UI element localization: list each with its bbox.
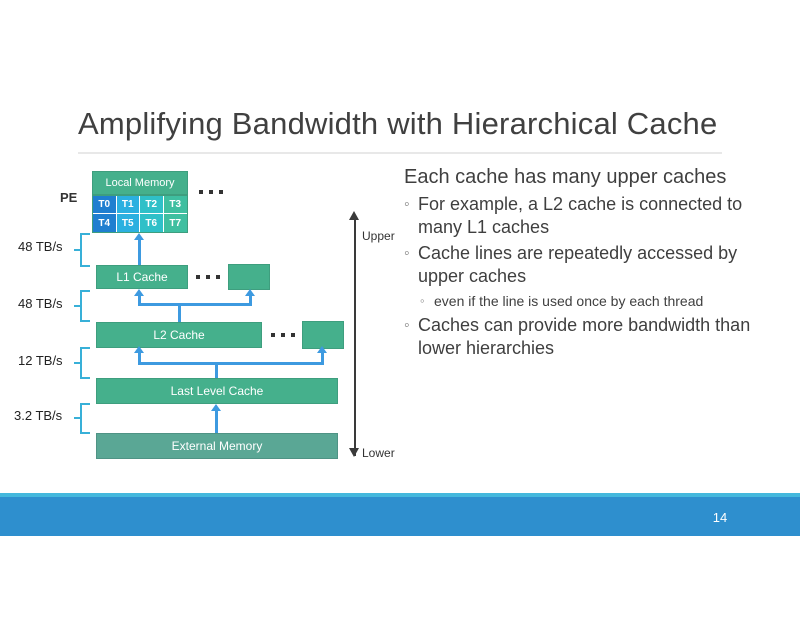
bandwidth-brace-tick — [74, 417, 80, 419]
thread-cell: T0 — [93, 196, 117, 214]
bullet-level2: For example, a L2 cache is connected to … — [404, 193, 764, 239]
bandwidth-label: 48 TB/s — [18, 296, 63, 311]
page-number: 14 — [712, 510, 728, 525]
connector-extmem-to-llc — [215, 411, 218, 433]
axis-label-upper: Upper — [362, 229, 395, 243]
bandwidth-label: 12 TB/s — [18, 353, 63, 368]
footer-bar — [0, 497, 800, 536]
external-memory-box: External Memory — [96, 433, 338, 459]
bullet-level3: even if the line is used once by each th… — [404, 291, 764, 311]
axis-label-lower: Lower — [362, 446, 395, 460]
connector-llc-to-l2-left — [138, 353, 141, 363]
l1-cache-box-extra — [228, 264, 270, 290]
thread-cell: T7 — [163, 214, 187, 232]
bullet-list: Each cache has many upper caches For exa… — [404, 164, 764, 363]
bandwidth-brace — [80, 233, 90, 267]
bullet-level1: Each cache has many upper caches — [404, 166, 727, 188]
hierarchy-axis-line — [354, 218, 356, 456]
hierarchy-axis-arrow-down-icon — [349, 448, 359, 457]
ellipsis-l1 — [196, 275, 220, 279]
connector-llc-fork-bar — [138, 362, 324, 365]
bullet-level2: Caches can provide more bandwidth than l… — [404, 314, 764, 360]
ellipsis-pe — [199, 190, 223, 194]
pe-label: PE — [60, 190, 78, 205]
arrowhead-l1-right — [245, 289, 255, 296]
bandwidth-brace-tick — [74, 305, 80, 307]
arrowhead-l2-left — [134, 346, 144, 353]
thread-cell: T6 — [140, 214, 164, 232]
bullet-level2: Cache lines are repeatedly accessed by u… — [404, 242, 764, 288]
thread-cell: T3 — [163, 196, 187, 214]
arrowhead-l1-left — [134, 289, 144, 296]
l1-cache-box: L1 Cache — [96, 265, 188, 289]
connector-l1-to-localmemory — [138, 240, 141, 265]
l2-cache-box-extra — [302, 321, 344, 349]
title-divider — [78, 152, 722, 154]
arrowhead-llc — [211, 404, 221, 411]
footer-accent-edge — [0, 493, 800, 497]
local-memory-box: Local Memory — [92, 171, 188, 195]
arrowhead-localmemory — [134, 233, 144, 240]
l2-cache-box: L2 Cache — [96, 322, 262, 348]
connector-l2-stem — [178, 303, 181, 322]
bandwidth-brace-tick — [74, 249, 80, 251]
last-level-cache-box: Last Level Cache — [96, 378, 338, 404]
page-title: Amplifying Bandwidth with Hierarchical C… — [78, 106, 718, 141]
thread-cell: T4 — [93, 214, 117, 232]
thread-grid: T0 T1 T2 T3 T4 T5 T6 T7 — [92, 195, 188, 233]
thread-cell: T2 — [140, 196, 164, 214]
bandwidth-brace-tick — [74, 362, 80, 364]
bandwidth-brace — [80, 290, 90, 322]
arrowhead-l2-right — [317, 346, 327, 353]
connector-l2-fork-bar — [138, 303, 252, 306]
thread-cell: T1 — [116, 196, 140, 214]
connector-l2-to-l1-right — [249, 296, 252, 304]
hierarchy-axis-arrow-up-icon — [349, 211, 359, 220]
ellipsis-l2 — [271, 333, 295, 337]
connector-llc-to-l2-right — [321, 353, 324, 363]
bandwidth-label: 48 TB/s — [18, 239, 63, 254]
connector-llc-stem — [215, 362, 218, 378]
thread-cell: T5 — [116, 214, 140, 232]
bandwidth-brace — [80, 403, 90, 434]
connector-l2-to-l1-left — [138, 296, 141, 304]
bandwidth-brace — [80, 347, 90, 379]
bandwidth-label: 3.2 TB/s — [14, 408, 63, 423]
